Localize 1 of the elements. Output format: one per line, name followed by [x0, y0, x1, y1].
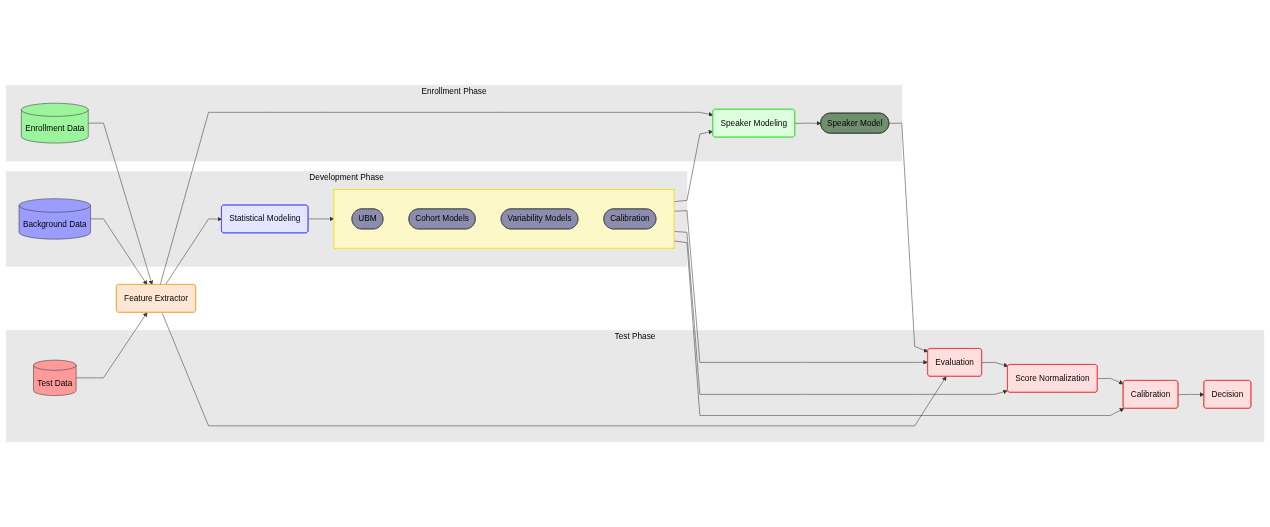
cluster [333, 189, 675, 249]
